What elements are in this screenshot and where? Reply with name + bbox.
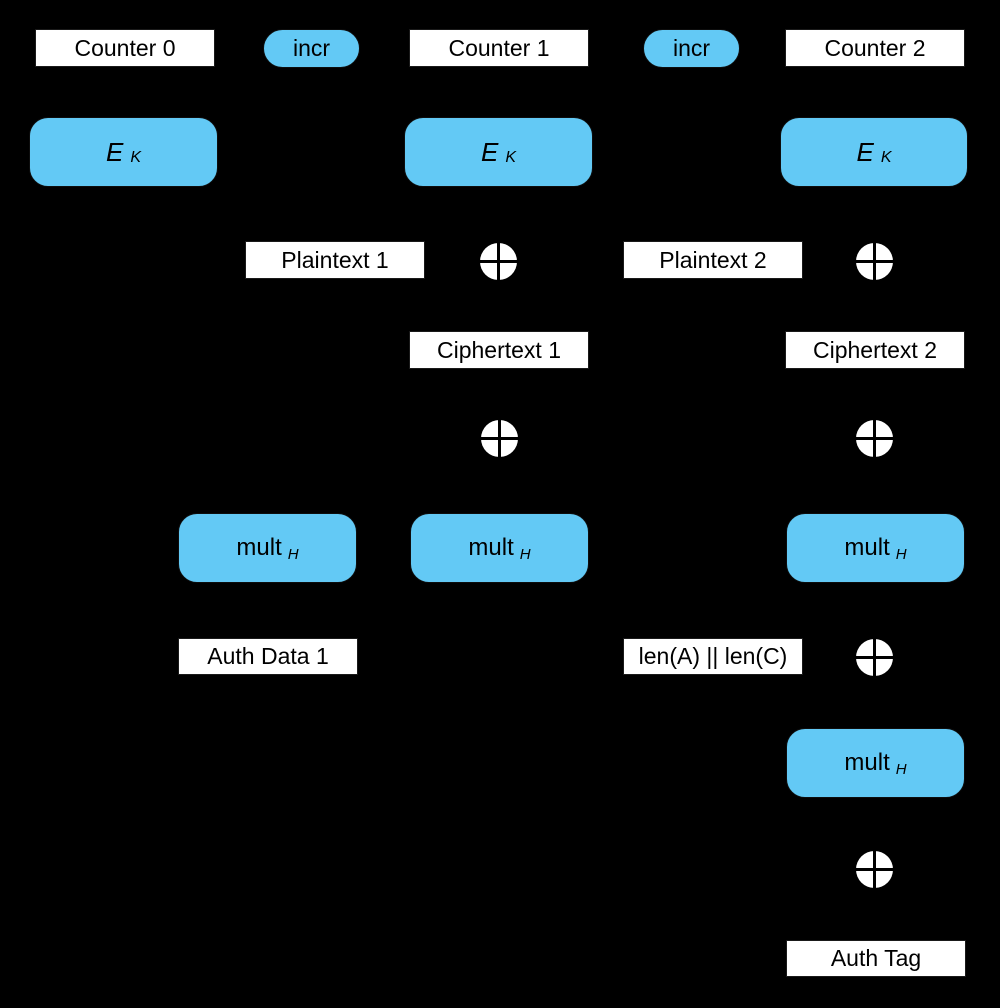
auth-data-1-box: Auth Data 1 [178, 638, 358, 675]
ciphertext-2-box: Ciphertext 2 [785, 331, 965, 369]
ek-label: E [480, 136, 499, 167]
mult-label: mult [844, 534, 890, 561]
ek-subscript: K [880, 149, 892, 166]
mult-label: mult [468, 534, 514, 561]
xor-icon-6 [856, 851, 893, 888]
mult-h-block-3: mult H [786, 513, 965, 583]
plaintext-2-box: Plaintext 2 [623, 241, 803, 279]
ciphertext-1-box: Ciphertext 1 [409, 331, 589, 369]
ek-block-2: E K [404, 117, 593, 187]
ek-subscript: K [130, 149, 141, 166]
xor-icon-4 [856, 420, 893, 457]
ek-subscript: K [505, 149, 516, 166]
ek-block-3: E K [780, 117, 968, 187]
incr-block-2: incr [643, 29, 740, 68]
len-concat-box: len(A) || len(C) [623, 638, 803, 675]
auth-tag-box: Auth Tag [786, 940, 966, 977]
ek-label: E [856, 136, 874, 167]
plaintext-1-box: Plaintext 1 [245, 241, 425, 279]
mult-label: mult [844, 749, 890, 776]
xor-icon-1 [480, 243, 517, 280]
mult-subscript: H [895, 545, 907, 563]
mult-h-block-2: mult H [410, 513, 589, 583]
counter-1-box: Counter 1 [409, 29, 589, 67]
mult-subscript: H [895, 760, 907, 778]
counter-2-box: Counter 2 [785, 29, 965, 67]
mult-h-block-4: mult H [786, 728, 965, 798]
ek-block-1: E K [29, 117, 218, 187]
mult-h-block-1: mult H [178, 513, 357, 583]
xor-icon-5 [856, 639, 893, 676]
counter-0-box: Counter 0 [35, 29, 215, 67]
incr-block-1: incr [263, 29, 360, 68]
mult-subscript: H [287, 545, 299, 563]
mult-subscript: H [519, 545, 531, 563]
xor-icon-2 [856, 243, 893, 280]
mult-label: mult [236, 534, 282, 561]
ek-label: E [105, 136, 124, 167]
xor-icon-3 [481, 420, 518, 457]
